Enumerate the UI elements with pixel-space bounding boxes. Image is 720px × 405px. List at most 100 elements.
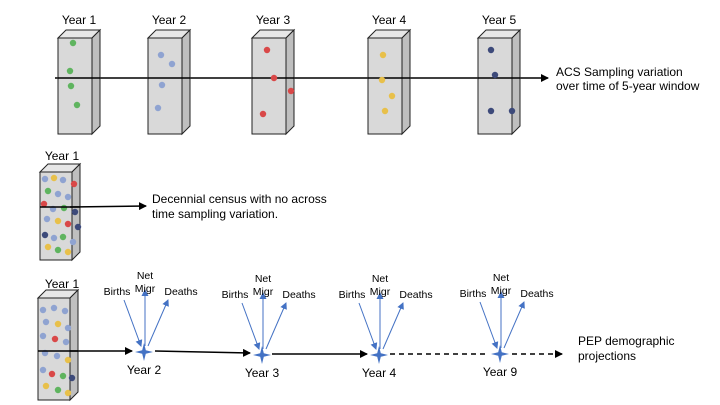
sample-dot bbox=[44, 243, 52, 251]
acs-box-label-2: Year 2 bbox=[152, 13, 187, 27]
sample-dot bbox=[69, 238, 77, 246]
sample-dot bbox=[41, 231, 49, 239]
sample-dot bbox=[270, 74, 278, 82]
deaths-arrow bbox=[382, 302, 404, 350]
decennial-arrow bbox=[69, 202, 147, 211]
box-front-face bbox=[367, 37, 403, 135]
pep-node-year-label: Year 3 bbox=[245, 366, 280, 380]
sample-dot bbox=[508, 107, 516, 115]
pep-node-year-label: Year 9 bbox=[483, 365, 518, 379]
acs-box-label-4: Year 4 bbox=[372, 13, 407, 27]
decennial-row: Year 1 Decennial census with no across t… bbox=[38, 149, 327, 262]
box-front-face bbox=[477, 37, 513, 135]
sample-dot bbox=[157, 51, 165, 59]
sample-dot bbox=[48, 370, 56, 378]
sample-dot bbox=[263, 46, 271, 54]
deaths-label: Deaths bbox=[399, 289, 432, 301]
births-arrow bbox=[479, 301, 499, 349]
deaths-label: Deaths bbox=[282, 289, 315, 301]
box-side-face bbox=[285, 28, 295, 136]
sample-dot bbox=[53, 352, 61, 360]
net-label: Net bbox=[372, 273, 388, 285]
box-side-face bbox=[69, 288, 79, 402]
pep-arrow-2 bbox=[154, 348, 251, 357]
acs-caption-line1: ACS Sampling variation bbox=[556, 65, 683, 79]
deaths-label: Deaths bbox=[164, 286, 197, 298]
births-arrow bbox=[123, 299, 143, 347]
acs-box-label-5: Year 5 bbox=[482, 13, 517, 27]
box-front-face bbox=[57, 37, 93, 135]
net-label: Net bbox=[137, 270, 153, 282]
decennial-box-label: Year 1 bbox=[45, 149, 80, 163]
sample-dot bbox=[42, 318, 50, 326]
box-front-face bbox=[251, 37, 287, 135]
sample-dot bbox=[50, 304, 58, 312]
sample-dot bbox=[64, 324, 72, 332]
sample-dot bbox=[64, 248, 72, 256]
sample-dot bbox=[68, 374, 76, 382]
net-label: Net bbox=[255, 273, 271, 285]
deaths-arrow bbox=[147, 299, 169, 347]
migr-label: Migr bbox=[491, 285, 512, 297]
four-point-star-icon bbox=[135, 343, 153, 361]
sample-dot bbox=[388, 92, 396, 100]
sample-dot bbox=[41, 175, 49, 183]
pep-caption-line2: projections bbox=[578, 349, 636, 363]
births-label: Births bbox=[339, 289, 366, 301]
four-point-star-icon bbox=[491, 345, 509, 363]
four-point-star-icon bbox=[253, 346, 271, 364]
net-label: Net bbox=[493, 272, 509, 284]
sample-dot bbox=[51, 335, 59, 343]
acs-box-label-1: Year 1 bbox=[62, 13, 97, 27]
sample-dot bbox=[54, 320, 62, 328]
sample-dot bbox=[491, 71, 499, 79]
migr-label: Migr bbox=[135, 283, 156, 295]
sample-dot bbox=[287, 87, 295, 95]
deaths-arrow bbox=[265, 302, 287, 350]
acs-box-4 bbox=[366, 28, 412, 136]
sample-dot bbox=[59, 372, 67, 380]
births-label: Births bbox=[104, 286, 131, 298]
births-label: Births bbox=[222, 289, 249, 301]
sample-dot bbox=[39, 306, 47, 314]
sample-dot bbox=[54, 386, 62, 394]
acs-box-label-3: Year 3 bbox=[256, 13, 291, 27]
four-point-star-icon bbox=[370, 346, 388, 364]
sample-dot bbox=[42, 382, 50, 390]
sample-dot bbox=[40, 200, 48, 208]
box-side-face bbox=[91, 28, 101, 136]
acs-caption-line2: over time of 5-year window bbox=[556, 79, 700, 93]
sample-dot bbox=[70, 180, 78, 188]
births-arrow bbox=[241, 302, 261, 350]
migr-label: Migr bbox=[253, 286, 274, 298]
sample-dot bbox=[379, 51, 387, 59]
sample-dot bbox=[66, 67, 74, 75]
sample-dot bbox=[50, 234, 58, 242]
acs-box-3 bbox=[250, 28, 296, 136]
sample-dot bbox=[73, 101, 81, 109]
box-front-face bbox=[39, 171, 73, 261]
pep-box bbox=[36, 288, 80, 402]
acs-box-1 bbox=[56, 28, 102, 136]
acs-row: Year 1 Year 2 Year 3 Year 4 Year 5 ACS Sampl… bbox=[55, 13, 700, 136]
pep-node-year-label: Year 2 bbox=[127, 363, 162, 377]
sample-dot bbox=[44, 187, 52, 195]
sample-dot bbox=[158, 81, 166, 89]
acs-box-5 bbox=[476, 28, 522, 136]
births-label: Births bbox=[460, 288, 487, 300]
sample-dot bbox=[60, 204, 68, 212]
sample-dot bbox=[64, 356, 72, 364]
sample-dot bbox=[54, 246, 62, 254]
pep-caption-line1: PEP demographic bbox=[578, 334, 675, 348]
sample-dot bbox=[487, 107, 495, 115]
sample-dot bbox=[50, 174, 58, 182]
sample-dot bbox=[71, 208, 79, 216]
sample-dot bbox=[381, 107, 389, 115]
births-arrow bbox=[358, 302, 378, 350]
sample-dot bbox=[39, 366, 47, 374]
